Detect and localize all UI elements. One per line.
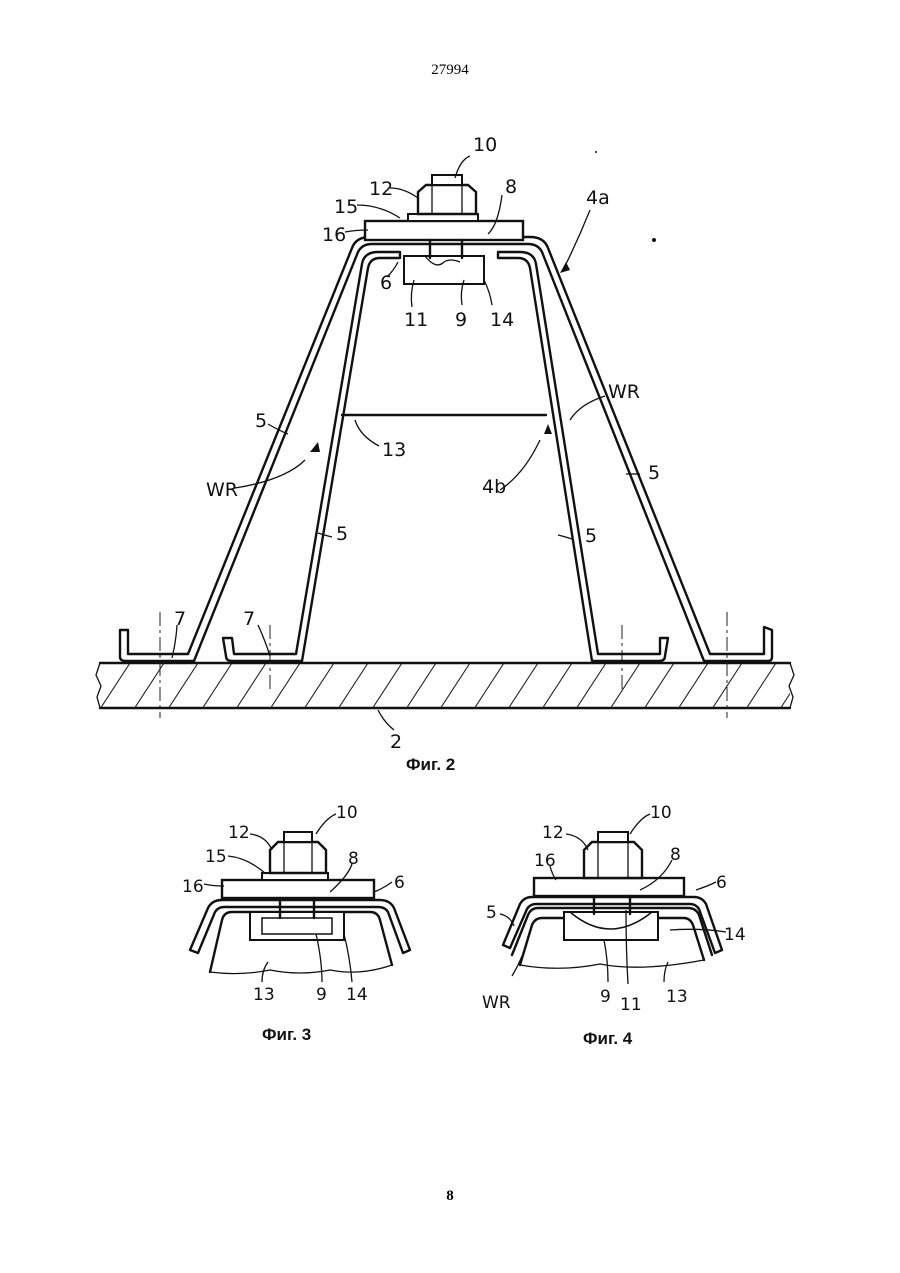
- bolt-10: [432, 175, 462, 185]
- fig2-label-5-right-inner: 5: [585, 525, 597, 547]
- figure-4: 10 12 16 8 6 5 14 WR 9 11 13 Фиг. 4: [482, 803, 746, 1048]
- figure-2: 10 12 15 16 8 4a 6 11 9 14 13 4b WR WR 5…: [96, 134, 794, 774]
- fig4-label-14: 14: [724, 925, 746, 945]
- fig4-caption: Фиг. 4: [583, 1029, 633, 1048]
- fig2-label-5-left-outer: 5: [255, 410, 267, 432]
- fig2-label-5-left-inner: 5: [336, 523, 348, 545]
- fig2-label-8: 8: [505, 176, 517, 198]
- fig2-caption: Фиг. 2: [406, 755, 455, 774]
- fig2-label-15: 15: [334, 196, 358, 218]
- base-plate: [96, 663, 794, 708]
- fig2-label-11: 11: [404, 309, 428, 331]
- outer-profile-4a: [120, 237, 772, 661]
- fig3-label-13: 13: [253, 985, 275, 1005]
- fig3-label-10: 10: [336, 803, 358, 823]
- fig2-label-16: 16: [322, 224, 346, 246]
- fig3-clamp-block-9: [250, 898, 344, 940]
- hex-nut-12: [418, 185, 476, 214]
- fig4-label-10: 10: [650, 803, 672, 823]
- fig4-label-12: 12: [542, 823, 564, 843]
- fig2-label-7-left: 7: [174, 608, 186, 630]
- fig2-label-13: 13: [382, 439, 406, 461]
- fig2-label-wr-right: WR: [608, 381, 640, 403]
- fig2-label-7-mid: 7: [243, 608, 255, 630]
- fig4-label-9: 9: [600, 987, 611, 1007]
- fig4-hex-nut-12: [584, 842, 642, 878]
- fig4-label-5: 5: [486, 903, 497, 923]
- fig3-hex-nut-12: [270, 842, 326, 873]
- figure-3: 10 12 15 16 8 6 13 9 14 Фиг. 3: [182, 803, 410, 1044]
- fig2-label-2: 2: [390, 731, 402, 753]
- fig4-label-13: 13: [666, 987, 688, 1007]
- fig3-caption: Фиг. 3: [262, 1025, 311, 1044]
- fig3-clamp-plate-16: [222, 880, 374, 898]
- fig4-clamp-plate-16: [534, 878, 684, 896]
- fig2-label-10: 10: [473, 134, 497, 156]
- fig4-clamp-block-9: [564, 896, 658, 940]
- clamp-block-9: [404, 240, 484, 284]
- fig2-label-4a: 4a: [586, 187, 610, 209]
- fig2-label-wr-left: WR: [206, 479, 238, 501]
- fig2-label-6: 6: [380, 272, 392, 294]
- fig3-label-16: 16: [182, 877, 204, 897]
- fig2-label-14: 14: [490, 309, 514, 331]
- fig2-label-4b: 4b: [482, 476, 506, 498]
- fig4-bolt-10: [598, 832, 628, 842]
- clamp-plate-16: [365, 221, 523, 240]
- fig2-label-5-right-outer: 5: [648, 462, 660, 484]
- fig4-label-8: 8: [670, 845, 681, 865]
- fig2-label-9: 9: [455, 309, 467, 331]
- fig3-label-8: 8: [348, 849, 359, 869]
- fig4-label-16: 16: [534, 851, 556, 871]
- fig4-label-wr: WR: [482, 993, 511, 1013]
- fig3-label-14: 14: [346, 985, 368, 1005]
- fig3-label-15: 15: [205, 847, 227, 867]
- fig4-label-6: 6: [716, 873, 727, 893]
- fig2-label-12: 12: [369, 178, 393, 200]
- page-number: 8: [0, 1188, 900, 1205]
- fig3-label-9: 9: [316, 985, 327, 1005]
- fig3-label-12: 12: [228, 823, 250, 843]
- fig4-label-11: 11: [620, 995, 642, 1015]
- inner-profile-4b: [223, 252, 668, 661]
- fig3-label-6: 6: [394, 873, 405, 893]
- fig3-bolt-10: [284, 832, 312, 842]
